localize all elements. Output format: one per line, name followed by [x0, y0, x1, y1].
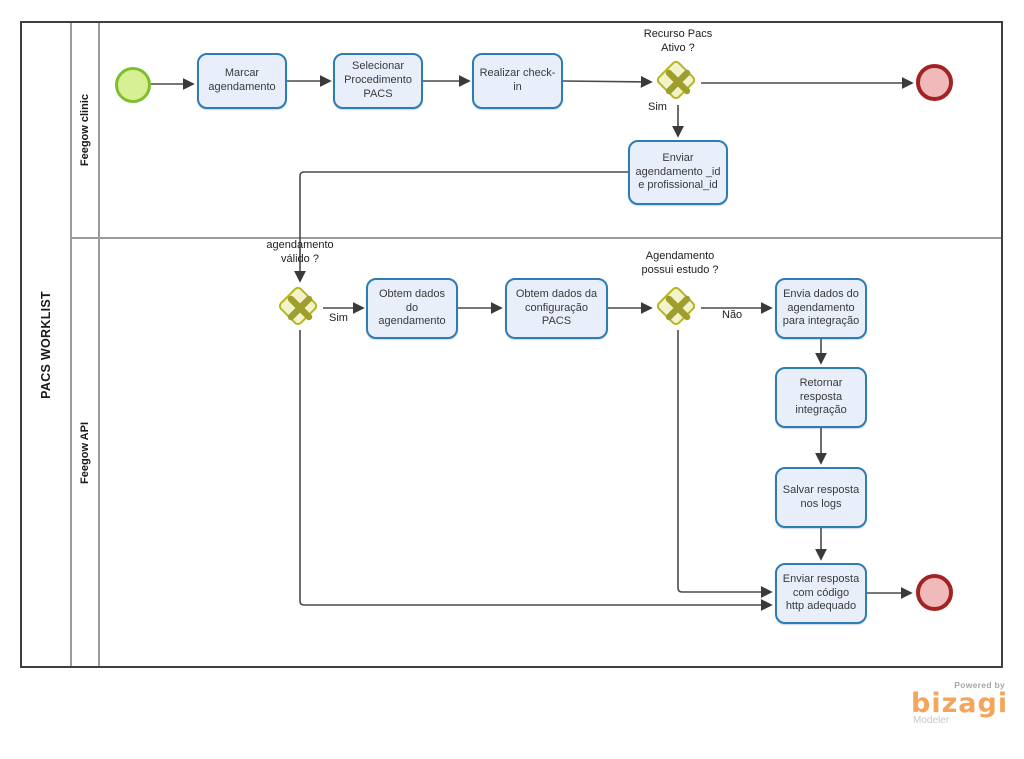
- gateway-label-recurso-pacs: Recurso Pacs Ativo ?: [643, 28, 713, 54]
- task-label: Retornar resposta integração: [795, 376, 847, 417]
- edge-label-sim-recurso: Sim: [648, 101, 667, 113]
- task-label: Salvar resposta nos logs: [782, 483, 860, 510]
- task-realizar-checkin[interactable]: Realizar check- in: [472, 53, 563, 109]
- bizagi-branding: Powered by bizagi Modeler: [903, 680, 1017, 726]
- task-enviar-agendamento-id[interactable]: Enviar agendamento _id e profissional_id: [628, 140, 728, 205]
- edge-label-sim-valido: Sim: [329, 312, 348, 324]
- task-enviar-resposta-http[interactable]: Enviar resposta com código http adequado: [775, 563, 867, 624]
- task-label: Marcar agendamento: [208, 67, 276, 93]
- pool-title: PACS WORKLIST: [39, 290, 53, 399]
- gateway-label-agendamento-valido: agendamento válido ?: [266, 239, 334, 265]
- task-label: Selecionar Procedimento PACS: [344, 60, 412, 100]
- edge-label-nao-estudo: Não: [722, 309, 743, 321]
- gateway-agendamento-valido[interactable]: [276, 284, 324, 332]
- task-obtem-dados-configuracao[interactable]: Obtem dados da configuração PACS: [505, 278, 608, 339]
- start-event[interactable]: [115, 67, 151, 103]
- task-obtem-dados-agendamento[interactable]: Obtem dados do agendamento: [366, 278, 458, 339]
- powered-by-text: Powered by: [954, 680, 1005, 690]
- task-retornar-resposta[interactable]: Retornar resposta integração: [775, 367, 867, 428]
- task-label: Obtem dados da configuração PACS: [515, 287, 598, 328]
- task-salvar-resposta-logs[interactable]: Salvar resposta nos logs: [775, 467, 867, 528]
- pool-header[interactable]: PACS WORKLIST: [22, 23, 72, 666]
- gateway-agendamento-possui-estudo[interactable]: [654, 284, 702, 332]
- lane-divider: [72, 237, 1001, 239]
- task-marcar-agendamento[interactable]: Marcar agendamento: [197, 53, 287, 109]
- bizagi-logo: bizagi: [911, 688, 1009, 719]
- task-label: Enviar agendamento _id e profissional_id: [635, 151, 721, 192]
- task-label: Envia dados do agendamento para integraç…: [782, 287, 860, 328]
- task-selecionar-procedimento-pacs[interactable]: Selecionar Procedimento PACS: [333, 53, 423, 109]
- gateway-recurso-pacs-ativo[interactable]: [654, 58, 702, 106]
- lane-header-feegow-clinic[interactable]: Feegow clinic: [72, 23, 100, 237]
- exclusive-x-icon: [665, 295, 691, 321]
- lane-label: Feegow clinic: [79, 93, 91, 167]
- task-label: Enviar resposta com código http adequado: [782, 572, 860, 613]
- end-event-api[interactable]: [916, 574, 953, 611]
- exclusive-x-icon: [665, 69, 691, 95]
- lane-header-feegow-api[interactable]: Feegow API: [72, 239, 100, 666]
- lane-label: Feegow API: [79, 421, 91, 484]
- task-label: Realizar check- in: [479, 67, 556, 93]
- gateway-label-possui-estudo: Agendamento possui estudo ?: [641, 250, 719, 276]
- modeler-text: Modeler: [913, 715, 950, 726]
- end-event-clinic[interactable]: [916, 64, 953, 101]
- task-envia-dados-integracao[interactable]: Envia dados do agendamento para integraç…: [775, 278, 867, 339]
- exclusive-x-icon: [287, 295, 313, 321]
- task-label: Obtem dados do agendamento: [378, 287, 446, 328]
